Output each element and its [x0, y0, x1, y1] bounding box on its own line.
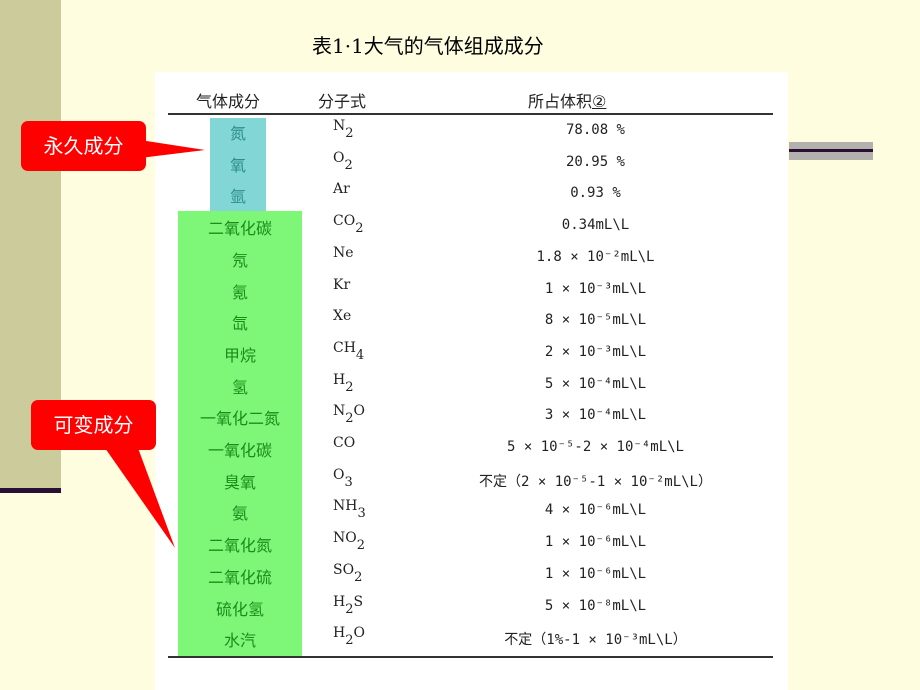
- table-row: 一氧化二氮 N2O 3 × 10⁻⁴mL\L: [168, 401, 773, 433]
- gas-volume: 1 × 10⁻³mL\L: [544, 280, 647, 297]
- gas-volume: 1 × 10⁻⁶mL\L: [544, 534, 647, 551]
- gas-volume: 78.08 %: [565, 122, 625, 138]
- gas-name: 氪: [231, 282, 248, 302]
- table-row: 硫化氢 H2S 5 × 10⁻⁸mL\L: [168, 592, 773, 624]
- gas-formula: H2O: [333, 625, 365, 649]
- gas-volume: 5 × 10⁻⁸mL\L: [544, 597, 647, 614]
- gas-volume: 0.93 %: [570, 185, 621, 202]
- gas-volume: 4 × 10⁻⁶mL\L: [544, 502, 647, 519]
- header-gas-component: 气体成分: [196, 92, 261, 111]
- table-row: 氙 Xe 8 × 10⁻⁵mL\L: [168, 306, 773, 338]
- table-row: 一氧化碳 CO 5 × 10⁻⁵-2 × 10⁻⁴mL\L: [168, 433, 773, 465]
- table-row: 氢 H2 5 × 10⁻⁴mL\L: [168, 370, 773, 402]
- footnote-marker: ②: [592, 92, 607, 111]
- gas-name: 二氧化硫: [207, 567, 272, 587]
- gas-volume: 1.8 × 10⁻²mL\L: [536, 248, 655, 265]
- gas-formula: H2: [333, 371, 354, 395]
- gas-volume: 不定（2 × 10⁻⁵-1 × 10⁻²mL\L）: [478, 473, 712, 490]
- variable-highlight: [178, 211, 302, 656]
- right-decorative-line: [789, 149, 873, 152]
- gas-name: 臭氧: [223, 472, 256, 492]
- gas-name: 氩: [229, 187, 246, 207]
- gas-name: 甲烷: [223, 345, 256, 365]
- table-row: 臭氧 O3 不定（2 × 10⁻⁵-1 × 10⁻²mL\L）: [168, 465, 773, 497]
- left-decorative-line: [0, 488, 61, 493]
- gas-formula: CO: [333, 435, 356, 451]
- gas-name: 氢: [231, 377, 248, 397]
- gas-name: 二氧化氮: [207, 536, 272, 556]
- gas-name: 氧: [229, 155, 246, 175]
- table-row: 二氧化碳 CO2 0.34mL\L: [168, 211, 773, 243]
- table-row: 氪 Kr 1 × 10⁻³mL\L: [168, 275, 773, 307]
- table-row: 氖 Ne 1.8 × 10⁻²mL\L: [168, 243, 773, 275]
- variable-pointer-icon: [105, 448, 175, 548]
- gas-name: 氖: [231, 250, 248, 270]
- permanent-highlight: [210, 118, 266, 211]
- gas-formula: Ne: [333, 244, 354, 261]
- callout-variable: 可变成分: [31, 400, 156, 450]
- gas-formula: NH3: [333, 498, 366, 522]
- callout-permanent: 永久成分: [21, 121, 146, 171]
- table-row: 氧 O2 20.95 %: [168, 148, 773, 180]
- gas-name: 一氧化碳: [207, 441, 272, 460]
- table-row: 水汽 H2O 不定（1%-1 × 10⁻³mL\L）: [168, 623, 773, 655]
- gas-volume: 3 × 10⁻⁴mL\L: [544, 407, 647, 424]
- gas-formula: O2: [333, 149, 353, 173]
- gas-formula: O3: [333, 466, 353, 490]
- table-row: 氩 Ar 0.93 %: [168, 179, 773, 211]
- gas-name: 氮: [229, 124, 246, 143]
- gas-formula: N2: [333, 118, 354, 141]
- gas-volume: 5 × 10⁻⁵-2 × 10⁻⁴mL\L: [506, 439, 684, 455]
- gas-formula: N2O: [333, 403, 366, 427]
- table-row: 氮 N2 78.08 %: [168, 116, 773, 148]
- gas-volume: 2 × 10⁻³mL\L: [544, 343, 647, 360]
- gas-name: 氨: [231, 504, 248, 524]
- table-row: 二氧化氮 NO2 1 × 10⁻⁶mL\L: [168, 528, 773, 560]
- gas-name: 氙: [231, 314, 248, 334]
- gas-formula: Kr: [333, 276, 351, 293]
- table-row: 氨 NH3 4 × 10⁻⁶mL\L: [168, 496, 773, 528]
- table-bottom-rule: [168, 656, 773, 658]
- permanent-pointer-icon: [140, 140, 205, 158]
- gas-formula: NO2: [333, 530, 366, 554]
- header-volume: 所占体积②: [528, 92, 607, 111]
- table-row: 二氧化硫 SO2 1 × 10⁻⁶mL\L: [168, 560, 773, 592]
- gas-volume: 0.34mL\L: [561, 217, 630, 234]
- gas-formula: H2S: [333, 593, 364, 617]
- header-rule: [168, 113, 773, 115]
- table-row: 甲烷 CH4 2 × 10⁻³mL\L: [168, 338, 773, 370]
- gas-volume: 5 × 10⁻⁴mL\L: [544, 375, 647, 392]
- gas-volume: 1 × 10⁻⁶mL\L: [544, 565, 647, 582]
- gas-formula: Ar: [333, 181, 350, 198]
- gas-formula: Xe: [333, 308, 352, 325]
- gas-name: 二氧化碳: [207, 219, 272, 239]
- gas-formula: CO2: [333, 213, 364, 237]
- gas-volume: 8 × 10⁻⁵mL\L: [544, 312, 647, 329]
- gas-formula: SO2: [333, 561, 363, 585]
- header-formula: 分子式: [318, 92, 367, 111]
- gas-name: 硫化氢: [215, 599, 264, 619]
- gas-volume: 20.95 %: [565, 153, 625, 170]
- gas-name: 水汽: [223, 631, 256, 651]
- gas-volume: 不定（1%-1 × 10⁻³mL\L）: [504, 632, 687, 649]
- gas-name: 一氧化二氮: [199, 409, 280, 429]
- slide-title: 表1·1大气的气体组成成分: [312, 34, 544, 58]
- gas-formula: CH4: [333, 339, 365, 363]
